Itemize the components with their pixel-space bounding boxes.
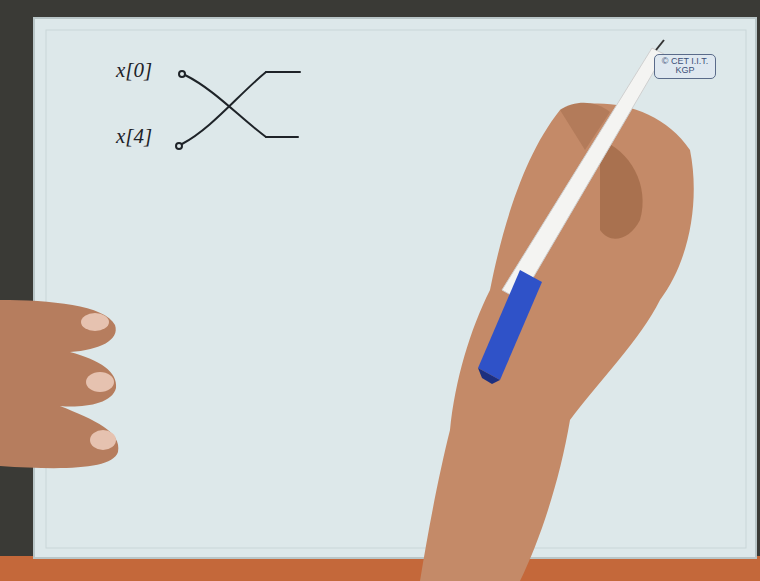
table-edge bbox=[0, 556, 760, 581]
left-hand bbox=[0, 300, 118, 468]
signal-label: x[4] bbox=[116, 124, 152, 149]
watermark-box: © CET I.I.T. KGP bbox=[654, 54, 716, 79]
signal-label: x[0] bbox=[116, 58, 152, 83]
writing-hand bbox=[420, 40, 694, 581]
butterfly-wires bbox=[176, 71, 300, 149]
watermark-text: © CET I.I.T. KGP bbox=[660, 57, 710, 76]
